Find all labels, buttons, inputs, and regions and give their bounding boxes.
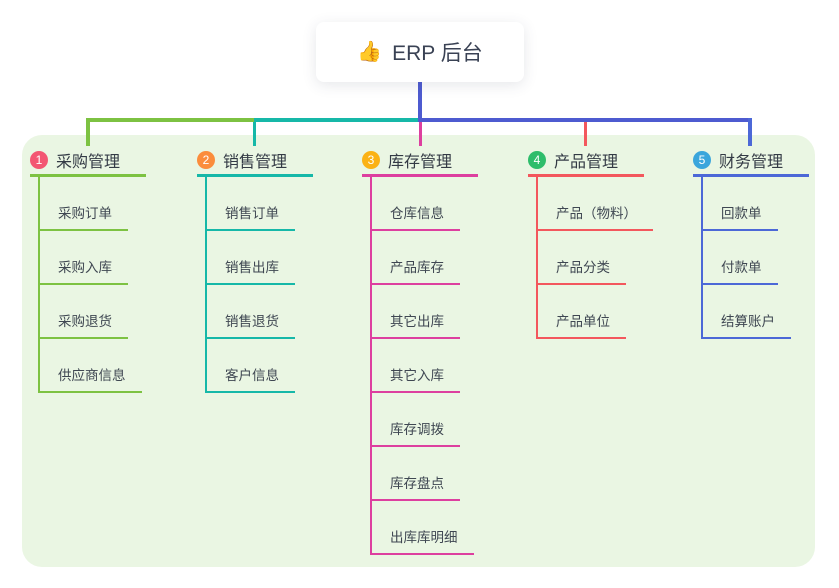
branch-rail — [205, 177, 207, 393]
child-node[interactable]: 供应商信息 — [38, 339, 146, 393]
bus-segment-blue — [418, 118, 752, 122]
branch-label: 产品管理 — [554, 154, 619, 171]
child-label: 库存盘点 — [370, 472, 460, 501]
branch-rail — [370, 177, 372, 555]
canvas-panel — [22, 135, 815, 567]
root-label: ERP 后台 — [392, 42, 483, 65]
branch-rail — [38, 177, 40, 393]
child-label: 销售订单 — [205, 202, 295, 231]
child-node[interactable]: 库存盘点 — [370, 447, 478, 501]
child-node[interactable]: 其它入库 — [370, 339, 478, 393]
branch-number-badge: 2 — [197, 151, 215, 169]
branch-column-inventory: 3 库存管理 仓库信息 产品库存 其它出库 其它入库 库存调拨 库存盘点 出库库… — [362, 146, 478, 555]
root-drop-connector — [418, 82, 422, 122]
child-label: 采购订单 — [38, 202, 128, 231]
branch-number-badge: 1 — [30, 151, 48, 169]
branch-column-finance: 5 财务管理 回款单 付款单 结算账户 — [693, 146, 809, 339]
branch-rail — [536, 177, 538, 339]
branch-column-purchase: 1 采购管理 采购订单 采购入库 采购退货 供应商信息 — [30, 146, 146, 393]
child-node[interactable]: 产品（物料） — [536, 177, 653, 231]
branch-node-inventory[interactable]: 3 库存管理 — [362, 146, 478, 177]
branch-rail — [701, 177, 703, 339]
child-label: 客户信息 — [205, 364, 295, 393]
child-label: 其它入库 — [370, 364, 460, 393]
mindmap-root-node[interactable]: 👍 ERP 后台 — [316, 22, 524, 82]
child-label: 结算账户 — [701, 310, 791, 339]
child-node[interactable]: 出库库明细 — [370, 501, 478, 555]
child-node[interactable]: 销售订单 — [205, 177, 313, 231]
child-label: 回款单 — [701, 202, 778, 231]
drop-connector-branch2 — [253, 122, 256, 146]
child-node[interactable]: 回款单 — [701, 177, 809, 231]
branch-node-sales[interactable]: 2 销售管理 — [197, 146, 313, 177]
thumbs-up-icon: 👍 — [357, 41, 383, 63]
child-node[interactable]: 销售退货 — [205, 285, 313, 339]
child-label: 仓库信息 — [370, 202, 460, 231]
child-node[interactable]: 采购订单 — [38, 177, 146, 231]
child-node[interactable]: 采购退货 — [38, 285, 146, 339]
drop-connector-branch1 — [86, 118, 90, 146]
branch-node-product[interactable]: 4 产品管理 — [528, 146, 644, 177]
branch-label: 库存管理 — [388, 154, 453, 171]
child-node[interactable]: 产品库存 — [370, 231, 478, 285]
child-node[interactable]: 付款单 — [701, 231, 809, 285]
child-label: 产品（物料） — [536, 202, 653, 231]
branch-label: 采购管理 — [56, 154, 121, 171]
child-node[interactable]: 仓库信息 — [370, 177, 478, 231]
bus-segment-teal — [254, 118, 420, 122]
drop-connector-branch4 — [584, 122, 587, 146]
branch-node-purchase[interactable]: 1 采购管理 — [30, 146, 146, 177]
child-node[interactable]: 库存调拨 — [370, 393, 478, 447]
branch-number-badge: 3 — [362, 151, 380, 169]
branch-number-badge: 5 — [693, 151, 711, 169]
child-node[interactable]: 销售出库 — [205, 231, 313, 285]
child-label: 出库库明细 — [370, 526, 474, 555]
child-label: 产品库存 — [370, 256, 460, 285]
branch-node-finance[interactable]: 5 财务管理 — [693, 146, 809, 177]
child-node[interactable]: 结算账户 — [701, 285, 809, 339]
child-label: 产品单位 — [536, 310, 626, 339]
child-node[interactable]: 产品单位 — [536, 285, 644, 339]
drop-connector-branch3 — [419, 122, 422, 146]
child-node[interactable]: 产品分类 — [536, 231, 644, 285]
child-label: 采购入库 — [38, 256, 128, 285]
child-node[interactable]: 客户信息 — [205, 339, 313, 393]
child-label: 库存调拨 — [370, 418, 460, 447]
child-label: 付款单 — [701, 256, 778, 285]
branch-column-sales: 2 销售管理 销售订单 销售出库 销售退货 客户信息 — [197, 146, 313, 393]
child-label: 其它出库 — [370, 310, 460, 339]
child-label: 销售出库 — [205, 256, 295, 285]
child-label: 采购退货 — [38, 310, 128, 339]
drop-connector-branch5 — [748, 118, 752, 146]
child-node[interactable]: 采购入库 — [38, 231, 146, 285]
child-label: 供应商信息 — [38, 364, 142, 393]
child-label: 销售退货 — [205, 310, 295, 339]
bus-segment-green — [86, 118, 256, 122]
branch-label: 财务管理 — [719, 154, 784, 171]
child-label: 产品分类 — [536, 256, 626, 285]
branch-number-badge: 4 — [528, 151, 546, 169]
branch-column-product: 4 产品管理 产品（物料） 产品分类 产品单位 — [528, 146, 653, 339]
branch-label: 销售管理 — [223, 154, 288, 171]
child-node[interactable]: 其它出库 — [370, 285, 478, 339]
